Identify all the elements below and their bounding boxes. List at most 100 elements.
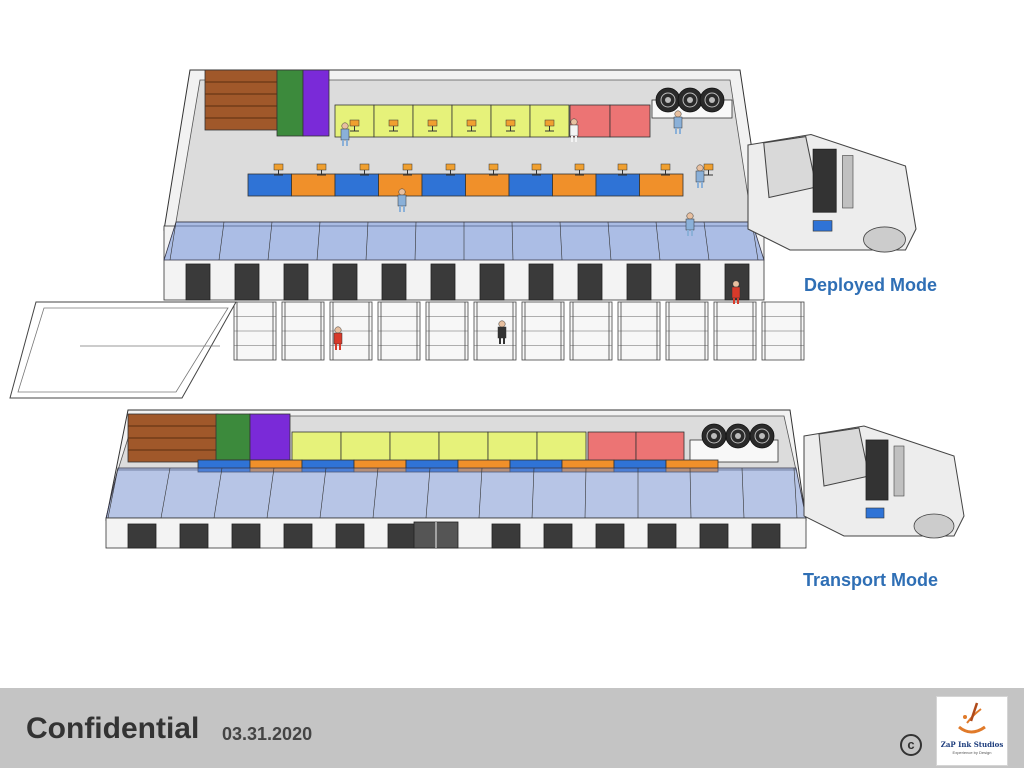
chair-seat <box>445 163 456 171</box>
stairs-icon <box>377 301 421 361</box>
partition-divider <box>425 467 431 519</box>
person-icon <box>333 326 343 350</box>
person-icon <box>340 122 350 146</box>
partition-divider <box>511 221 514 261</box>
person-body <box>673 116 683 129</box>
person-body <box>569 124 579 137</box>
copyright-icon: c <box>900 734 922 756</box>
chair-seat <box>574 163 585 171</box>
cable-reel-icon <box>699 87 725 113</box>
chair-icon <box>427 119 438 132</box>
person-head <box>696 164 704 172</box>
door-icon <box>387 523 417 549</box>
brush-logo-icon <box>958 702 986 734</box>
yellow-module <box>340 431 391 463</box>
chair-icon <box>531 163 542 176</box>
chair-seat <box>427 119 438 127</box>
orange-workstation <box>465 173 510 197</box>
chair-seat <box>349 119 360 127</box>
red-module <box>635 431 685 463</box>
cable-reel-icon <box>677 87 703 113</box>
reel-ring <box>730 428 746 444</box>
transport-mode-label: Transport Mode <box>803 570 939 590</box>
cable-reel-icon <box>655 87 681 113</box>
reel-hub <box>711 433 717 439</box>
door-icon <box>185 263 211 301</box>
chair-seat <box>273 163 284 171</box>
orange-workstation <box>665 459 719 473</box>
chair-icon <box>574 163 585 176</box>
partition-divider <box>703 221 710 261</box>
cable-reel-icon <box>725 423 751 449</box>
yellow-module <box>389 431 440 463</box>
green-cabinet <box>215 413 251 461</box>
partition-divider <box>607 221 612 261</box>
chair-seat <box>660 163 671 171</box>
door-icon <box>234 263 260 301</box>
transport-glass-partition <box>105 467 807 519</box>
chair-icon <box>660 163 671 176</box>
door-icon <box>179 523 209 549</box>
yellow-module <box>487 431 538 463</box>
person-body <box>333 332 343 345</box>
door-icon <box>647 523 677 549</box>
chair-seat <box>488 163 499 171</box>
yellow-module <box>438 431 489 463</box>
chair-seat <box>388 119 399 127</box>
stairs-icon <box>521 301 565 361</box>
partition-divider <box>213 467 223 519</box>
date-label: 03.31.2020 <box>222 724 313 744</box>
logo-tagline: Experience by Design <box>952 750 992 755</box>
partition-divider <box>478 467 483 519</box>
partition-divider <box>365 221 369 261</box>
chair-icon <box>505 119 516 132</box>
person-body <box>397 194 407 207</box>
person-icon <box>673 110 683 134</box>
stairs-icon <box>281 301 325 361</box>
chair-seat <box>316 163 327 171</box>
truck-grille <box>812 148 837 213</box>
partition-divider <box>107 467 119 519</box>
person-head <box>570 118 578 126</box>
green-cabinet <box>276 69 304 137</box>
truck-grille <box>865 439 889 501</box>
chair-icon <box>703 163 714 176</box>
partition-divider <box>160 467 171 519</box>
person-head <box>341 122 349 130</box>
person-icon <box>397 188 407 212</box>
door-icon <box>577 263 603 301</box>
purple-cabinet <box>249 413 291 461</box>
chair-icon <box>544 119 555 132</box>
trailer-diagram <box>9 69 965 549</box>
door-icon <box>283 523 313 549</box>
reel-ring <box>754 428 770 444</box>
door-icon <box>283 263 309 301</box>
ramp-inner <box>17 307 229 393</box>
partition-divider <box>531 467 535 519</box>
partition-divider <box>319 467 327 519</box>
company-logo: ZaP Ink Studios Experience by Design <box>936 696 1008 766</box>
yellow-module <box>536 431 587 463</box>
logo-name: ZaP Ink Studios <box>940 740 1004 749</box>
person-head <box>498 320 506 328</box>
door-icon <box>231 523 261 549</box>
partition-divider <box>689 467 692 519</box>
truck-engine <box>893 445 905 497</box>
door-icon <box>127 523 157 549</box>
reel-hub <box>709 97 715 103</box>
reel-ring <box>682 92 698 108</box>
truck-engine <box>842 155 854 209</box>
chair-seat <box>617 163 628 171</box>
chair-icon <box>359 163 370 176</box>
stairs-icon <box>665 301 709 361</box>
chair-icon <box>617 163 628 176</box>
truck-wheel <box>863 226 906 253</box>
chair-seat <box>466 119 477 127</box>
person-icon <box>497 320 507 344</box>
orange-workstation <box>552 173 597 197</box>
person-head <box>674 110 682 118</box>
truck-light <box>812 220 833 232</box>
person-head <box>732 280 740 288</box>
person-body <box>340 128 350 141</box>
chair-seat <box>544 119 555 127</box>
